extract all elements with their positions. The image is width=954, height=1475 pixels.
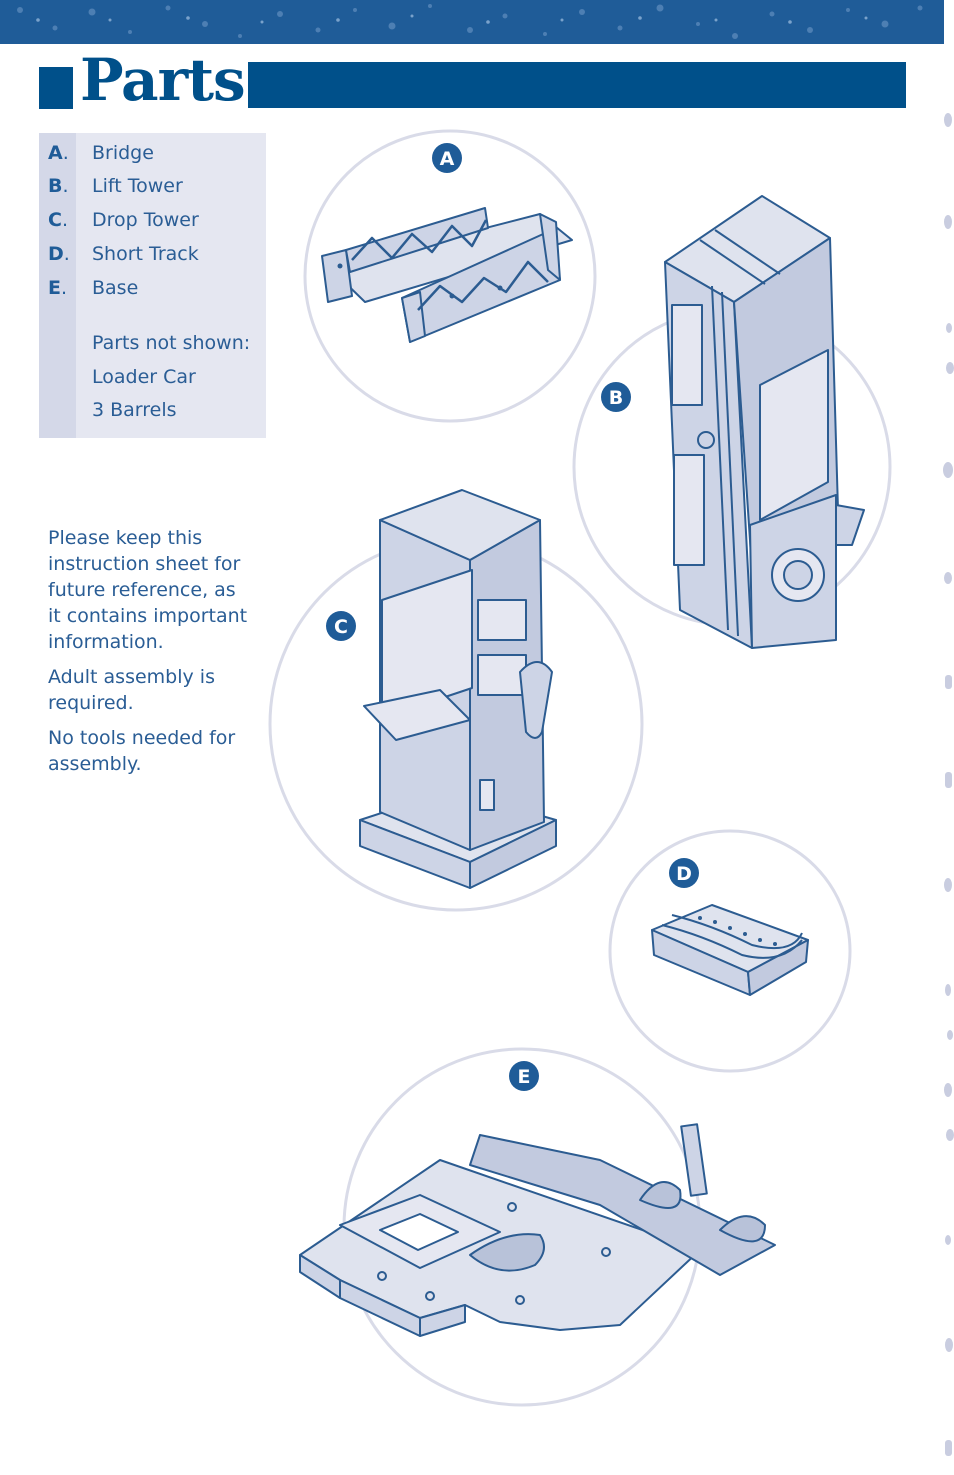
base-illustration (299, 1123, 776, 1337)
parts-not-shown-item: Loader Car (92, 366, 196, 388)
part-name: Drop Tower (92, 209, 199, 231)
notes-section: Please keep this instruction sheet for f… (48, 525, 248, 786)
drop-tower-illustration (359, 489, 557, 889)
label-c-text: C (334, 616, 348, 638)
dot-pattern (17, 4, 923, 39)
parts-letter-column (39, 133, 76, 438)
top-decorative-band (0, 0, 944, 44)
label-a-text: A (440, 148, 455, 170)
header-accent-block (39, 67, 73, 109)
note-keep-sheet: Please keep this instruction sheet for f… (48, 527, 248, 653)
label-e-text: E (518, 1066, 531, 1088)
circle-label-c: C (326, 611, 356, 641)
circle-label-d: D (669, 858, 699, 888)
parts-not-shown-heading: Parts not shown: (92, 332, 251, 354)
part-name: Lift Tower (92, 175, 183, 197)
circle-label-b: B (601, 382, 631, 412)
parts-not-shown-item: 3 Barrels (92, 399, 177, 421)
note-adult-assembly: Adult assembly is required. (48, 666, 215, 714)
page-title: Parts (80, 46, 246, 114)
circle-d (608, 829, 852, 1073)
part-letter: A. (48, 142, 69, 164)
short-track-illustration (651, 904, 809, 996)
label-b-text: B (609, 387, 623, 409)
part-name: Bridge (92, 142, 154, 164)
circle-label-e: E (509, 1061, 539, 1091)
parts-list-panel: A. Bridge B. Lift Tower C. Drop Tower D.… (39, 133, 266, 438)
circle-label-a: A (432, 143, 462, 173)
bridge-illustration (321, 207, 573, 343)
part-name: Base (92, 277, 139, 299)
part-letter: D. (48, 243, 70, 265)
label-d-text: D (676, 863, 692, 885)
part-name: Short Track (92, 243, 199, 265)
part-letter: E. (48, 277, 68, 299)
header-bar (248, 62, 906, 108)
part-letter: C. (48, 209, 68, 231)
circle-a (303, 129, 597, 423)
part-letter: B. (48, 175, 69, 197)
right-edge-decoration (943, 113, 954, 1456)
note-no-tools: No tools needed for assembly. (48, 727, 236, 775)
lift-tower-illustration (664, 195, 865, 649)
